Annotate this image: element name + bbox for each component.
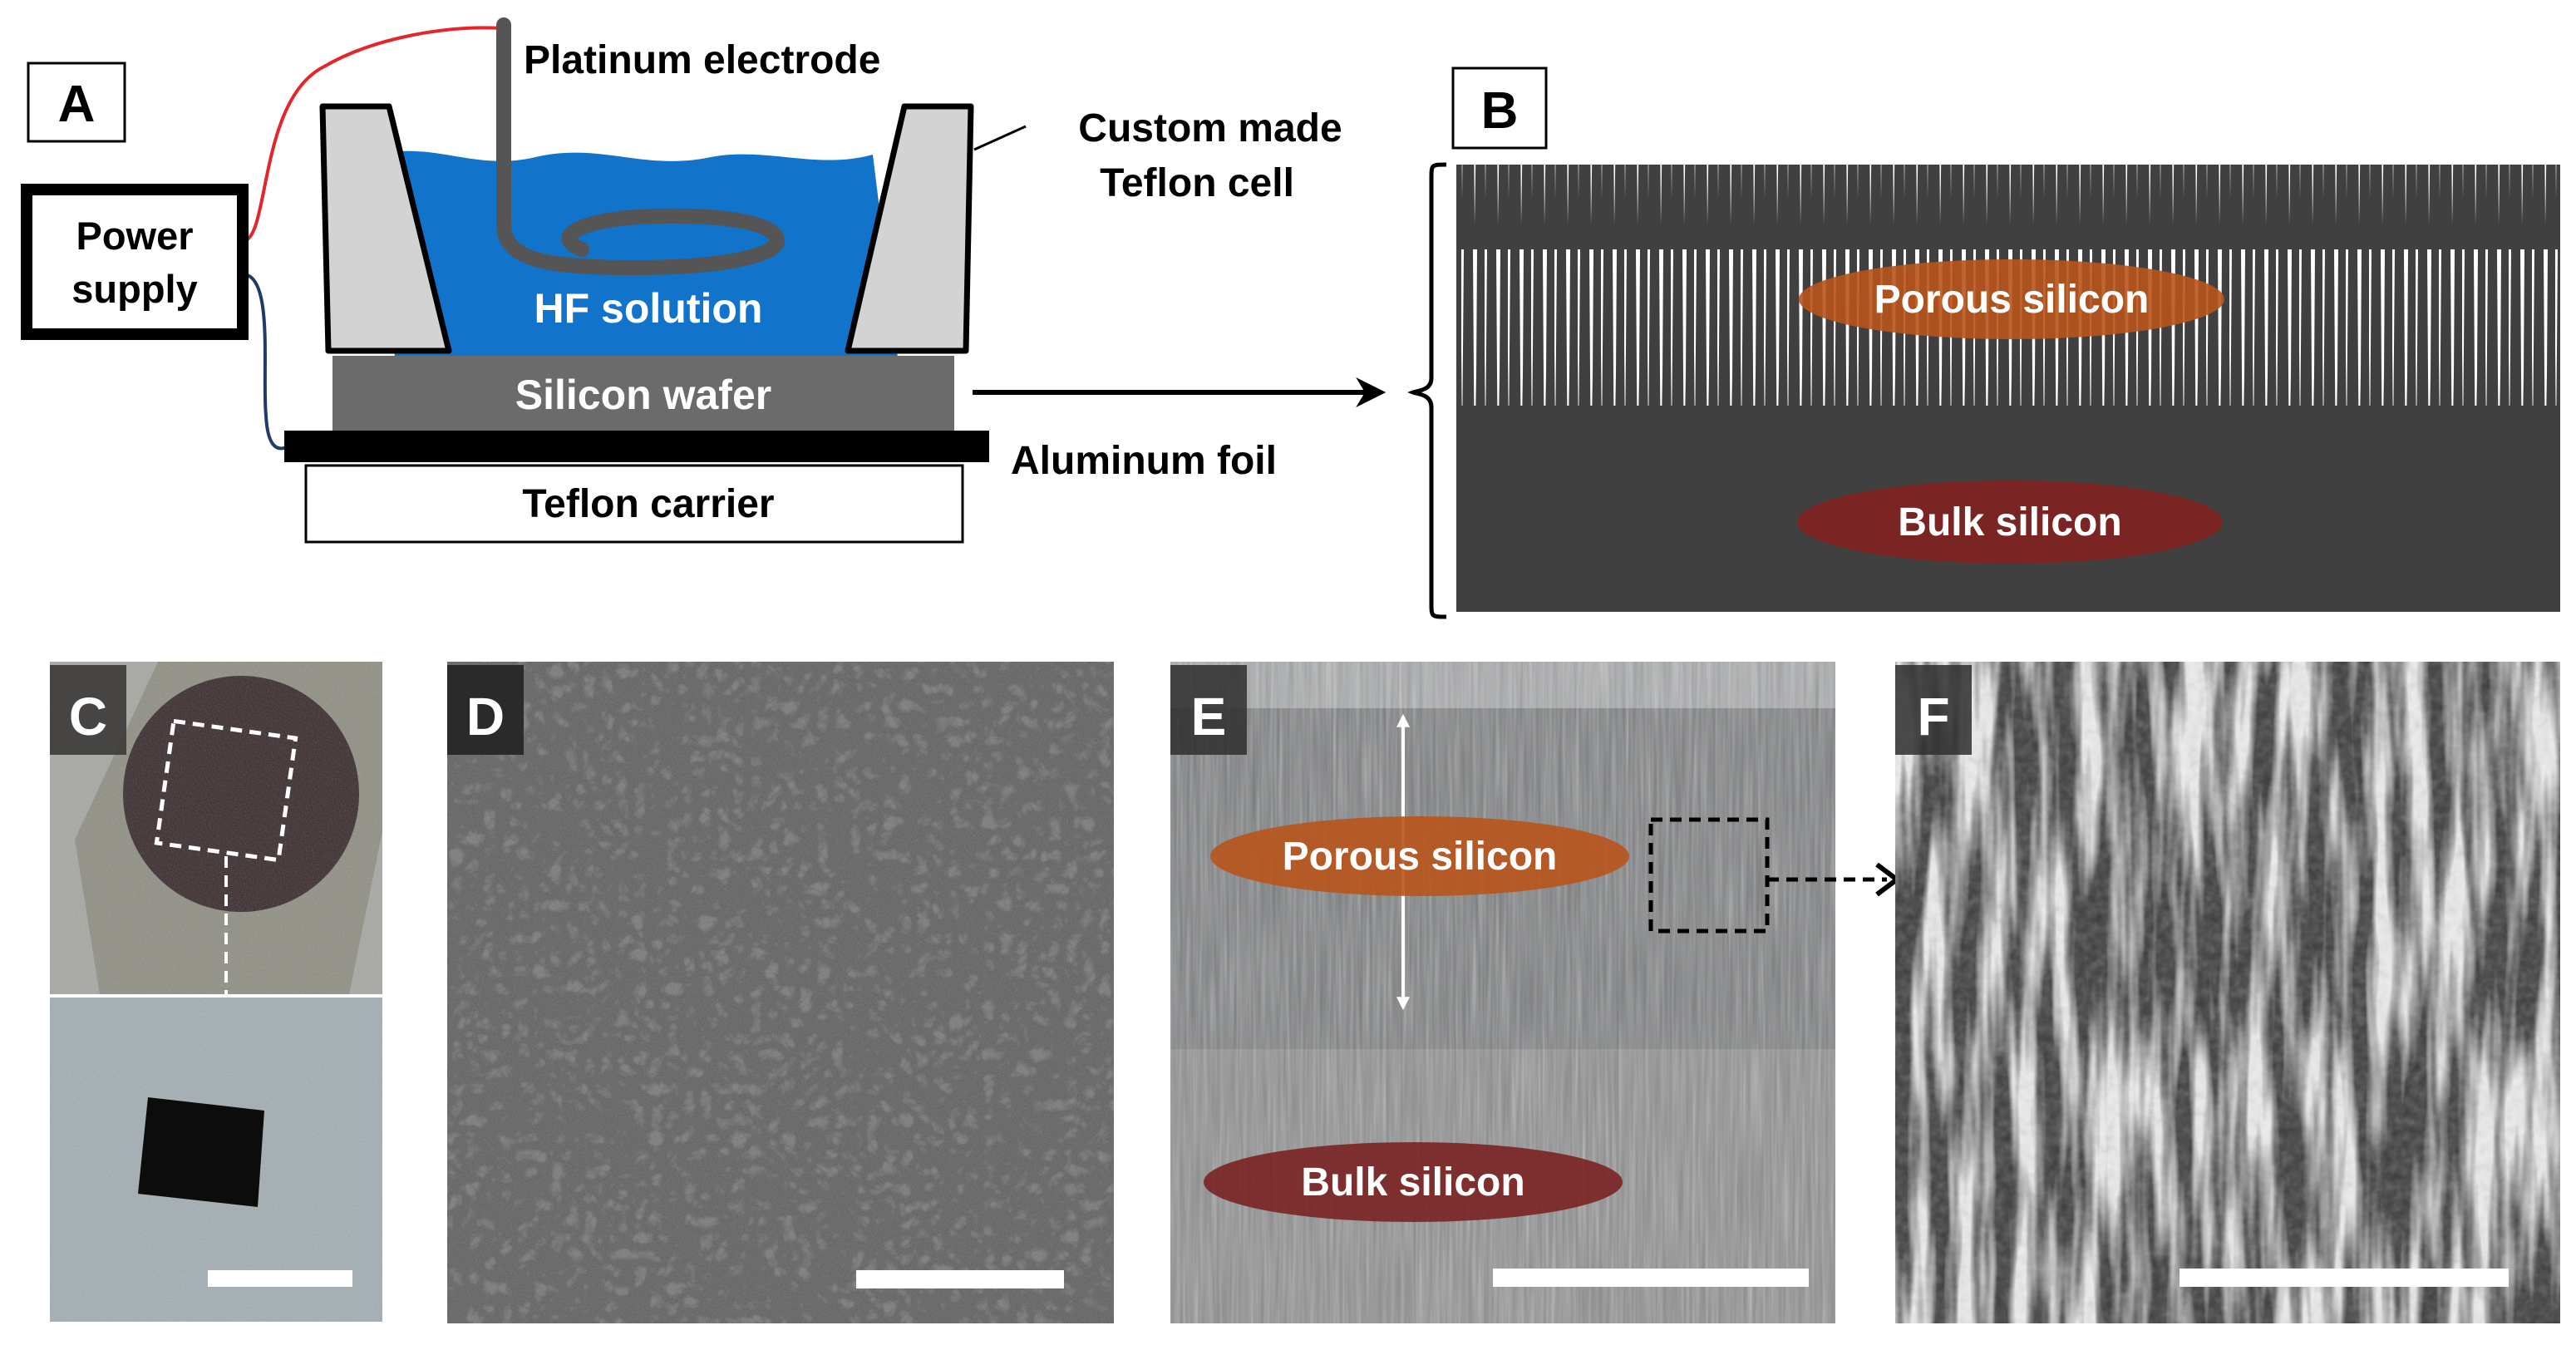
- panel-a: A Power supply Platinum electrode Custom…: [21, 17, 1387, 544]
- panel-d-letter-bg: [447, 665, 524, 755]
- panel-e-letter: E: [1191, 687, 1227, 746]
- panel-f-texture: [1895, 662, 2560, 1323]
- panel-f: F: [1895, 662, 2560, 1323]
- porous-silicon-piece: [138, 1097, 264, 1207]
- panel-f-letter-bg: [1895, 665, 1972, 755]
- teflon-cell-left-wall: [319, 103, 452, 354]
- panel-e: Porous silicon Bulk silicon E: [1170, 662, 1901, 1323]
- teflon-carrier: [304, 464, 964, 544]
- bulk-silicon-oval-e: [1204, 1142, 1623, 1222]
- panel-b: B Porous silicon Bulk silicon: [1407, 67, 2560, 619]
- bulk-silicon-oval: [1797, 480, 2223, 564]
- teflon-cell-label-line2: Teflon cell: [1100, 161, 1294, 205]
- teflon-cell-label-line1: Custom made: [1078, 106, 1342, 150]
- panel-a-letter: A: [58, 76, 96, 133]
- panel-a-letter-box: [27, 62, 126, 143]
- teflon-carrier-label: Teflon carrier: [522, 482, 774, 526]
- panel-e-texture: [1170, 662, 1835, 1323]
- selection-box-e: [1648, 817, 1770, 934]
- panel-f-letter: F: [1917, 687, 1949, 746]
- scale-bar-f: [2180, 1269, 2509, 1287]
- cell-leader-line: [973, 125, 1027, 151]
- panel-d: D: [447, 662, 1114, 1323]
- power-supply-label-line1: Power: [76, 214, 193, 258]
- teflon-cell-right-wall: [845, 103, 974, 354]
- power-supply-box: [21, 184, 249, 340]
- panel-c: C: [50, 662, 382, 1322]
- silicon-wafer: [332, 356, 954, 431]
- panel-d-letter: D: [466, 687, 505, 746]
- selection-box-c: [154, 718, 298, 863]
- porous-silicon-oval: [1799, 259, 2224, 339]
- panel-b-bracket: [1407, 162, 1447, 619]
- porous-silicon-label-e: Porous silicon: [1283, 835, 1558, 879]
- scale-bar-c: [208, 1270, 352, 1287]
- bulk-silicon-label-e: Bulk silicon: [1301, 1160, 1524, 1205]
- panel-c-letter-bg: [50, 665, 126, 755]
- bulk-silicon-label: Bulk silicon: [1898, 500, 2121, 544]
- panel-b-letter: B: [1481, 82, 1519, 140]
- platinum-electrode: [496, 17, 785, 275]
- panel-c-letter: C: [69, 687, 107, 746]
- porous-silicon-oval-e: [1210, 816, 1629, 896]
- panel-d-texture: [447, 662, 1114, 1323]
- scale-bar-e: [1493, 1269, 1809, 1287]
- panel-e-letter-bg: [1170, 665, 1247, 755]
- negative-wire: [242, 273, 293, 451]
- platinum-electrode-label: Platinum electrode: [524, 38, 880, 82]
- aluminum-foil: [284, 431, 989, 462]
- power-supply-label-line2: supply: [71, 267, 197, 311]
- silicon-wafer-label: Silicon wafer: [515, 372, 771, 418]
- aluminum-foil-label: Aluminum foil: [1011, 439, 1277, 483]
- hf-solution-label: HF solution: [534, 285, 763, 332]
- positive-wire: [242, 26, 503, 243]
- scale-bar-d: [856, 1270, 1064, 1288]
- panel-b-letter-box: [1451, 67, 1548, 150]
- porous-silicon-label: Porous silicon: [1874, 278, 2150, 322]
